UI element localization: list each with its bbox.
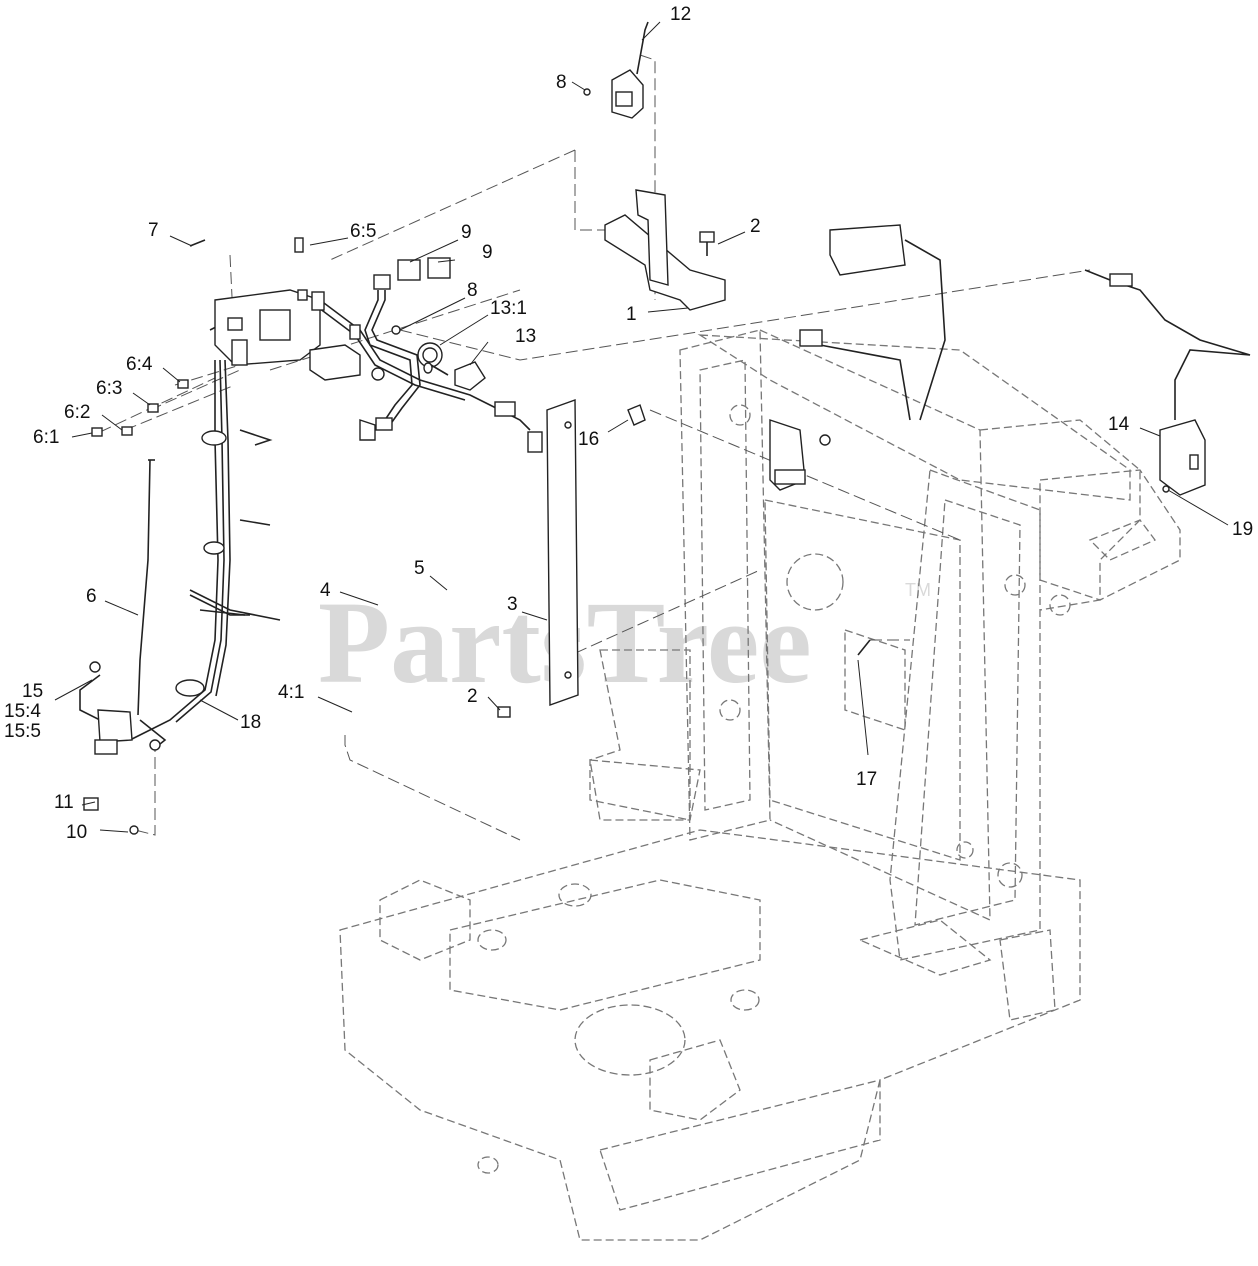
watermark-trademark: TM: [905, 580, 931, 600]
callout-4: 4: [320, 580, 331, 601]
callout-18: 18: [240, 712, 261, 733]
part-8-screw-mid: [391, 325, 401, 335]
callout-2-lower: 2: [467, 686, 478, 707]
part-12-sensor: [611, 21, 649, 119]
callout-10: 10: [66, 822, 87, 843]
callouts: 12 8 2 1 6:5 7 9 9 8 13:1 13 6:4 6:3 6:2…: [4, 4, 1253, 843]
callout-6-3: 6:3: [96, 378, 122, 399]
part-3-plate: [546, 399, 579, 706]
wire-harness: [79, 289, 543, 755]
callout-6-5: 6:5: [350, 221, 376, 242]
part-1-bracket: [604, 189, 726, 311]
callout-2-upper: 2: [750, 216, 761, 237]
callout-15: 15: [22, 681, 43, 702]
callout-15-5: 15:5: [4, 721, 41, 742]
leader-lines: [54, 21, 1229, 833]
part-14-module: [1159, 419, 1206, 496]
callout-19: 19: [1232, 519, 1253, 540]
callout-12: 12: [670, 4, 691, 25]
part-8-screw-top: [583, 88, 591, 96]
callout-6-2: 6:2: [64, 402, 90, 423]
callout-13: 13: [515, 326, 536, 347]
callout-1: 1: [626, 304, 637, 325]
callout-5: 5: [414, 558, 425, 579]
part-17-pin: [857, 639, 871, 656]
callout-6-1: 6:1: [33, 427, 59, 448]
part-11-bolt: [83, 797, 99, 811]
callout-6: 6: [86, 586, 97, 607]
part-2-bolt-lower: [497, 706, 511, 718]
callout-8-mid: 8: [467, 280, 478, 301]
part-9-relays: [397, 257, 451, 281]
callout-7: 7: [148, 220, 159, 241]
callout-13-1: 13:1: [490, 298, 527, 319]
callout-11: 11: [54, 792, 74, 813]
fuses: [91, 237, 304, 437]
callout-3: 3: [507, 594, 518, 615]
machine-frame: [339, 329, 1181, 1241]
callout-14: 14: [1108, 414, 1130, 435]
callout-4-1: 4:1: [278, 682, 304, 703]
callout-16: 16: [578, 429, 599, 450]
part-5-hose-clamp: [423, 362, 449, 376]
part-4-hose: [359, 274, 421, 441]
upper-harness: [769, 224, 1251, 491]
part-16-clip: [627, 404, 646, 426]
part-2-bolt-upper: [699, 231, 715, 256]
callout-15-4: 15:4: [4, 701, 41, 722]
callout-8-top: 8: [556, 72, 567, 93]
part-7-screw: [189, 239, 206, 247]
callout-17: 17: [856, 769, 877, 790]
callout-9-b: 9: [482, 242, 493, 263]
callout-9-a: 9: [461, 222, 472, 243]
callout-6-4: 6:4: [126, 354, 153, 375]
part-10-washer: [129, 825, 139, 835]
part-19-fastener: [1162, 485, 1170, 493]
